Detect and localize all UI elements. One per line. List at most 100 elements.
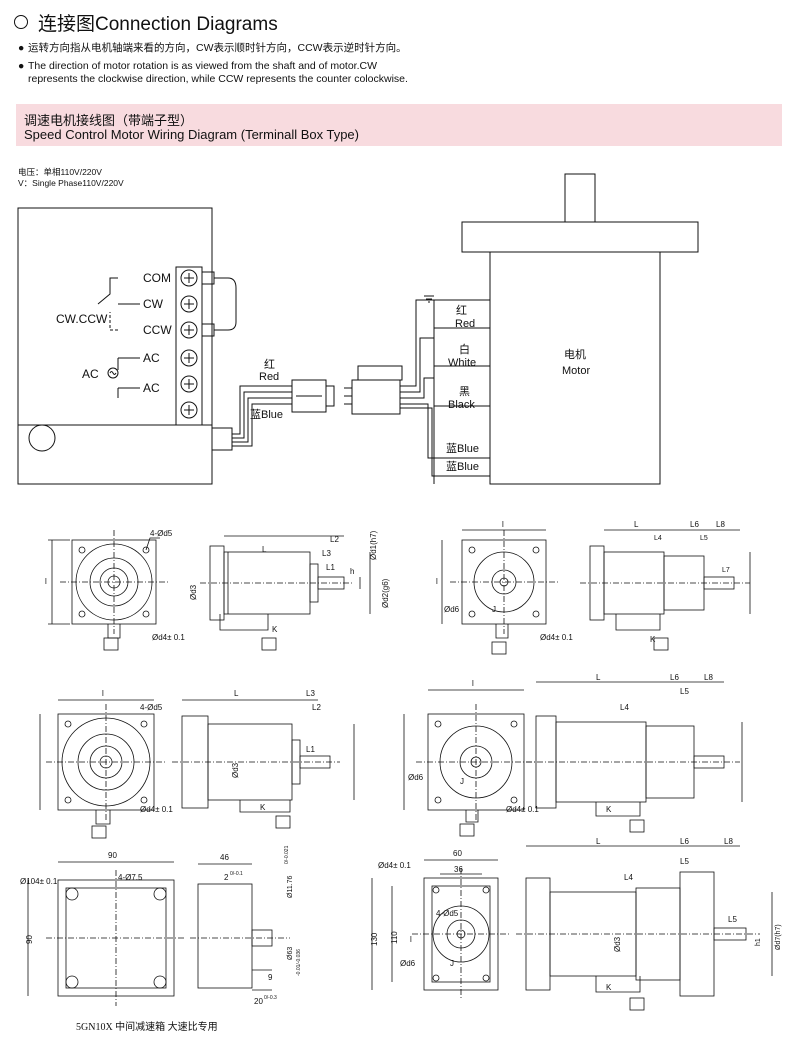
motor-wire-blue-2: 蓝Blue: [446, 460, 479, 473]
r1-side-K: K: [272, 625, 278, 634]
r1-gear-L8: L8: [716, 520, 725, 529]
r1-side-L2: L2: [330, 535, 339, 544]
r3-sq-pcd: Ød4± 0.1: [378, 861, 411, 870]
r3-sq-60: 60: [453, 849, 462, 858]
r2-gear-L5: L5: [680, 687, 689, 696]
r3-gear-h1: h1: [755, 938, 762, 946]
drawing-r2-gear: [526, 681, 743, 833]
motor-wire-white-cn: 白: [459, 342, 470, 356]
r1-gear-L7: L7: [722, 567, 730, 574]
r3-gb-shaft2-tol: -0.01/-0.036: [296, 949, 302, 976]
motor-wire-white-en: White: [448, 357, 476, 369]
r2-front-pcd: Ød4± 0.1: [140, 805, 173, 814]
drawing-r3-square-front: [371, 859, 510, 1000]
drawing-r3-gearbox-front: [27, 861, 186, 1006]
r3-gb-2: 2: [224, 873, 229, 882]
r3-gb-shaft1-tol: 0/-0.021: [284, 845, 290, 864]
r3-gear-L6: L6: [680, 837, 689, 846]
r2-front-l: l: [102, 689, 104, 698]
section-title-cn: 调速电机接线图（带端子型）: [24, 113, 194, 128]
r1-side-d2: Ød2(g6): [381, 578, 390, 608]
r1-front2-d6: Ød6: [444, 605, 460, 614]
r1-gear-L: L: [634, 520, 639, 529]
r2-side-L: L: [234, 689, 239, 698]
cw-ccw-label: CW.CCW: [56, 312, 108, 326]
r2-side-L3: L3: [306, 689, 315, 698]
wire-blue-left: 蓝Blue: [250, 408, 283, 421]
voltage-cn: 电压：单相110V/220V: [18, 167, 102, 177]
terminal-screws: [180, 269, 198, 419]
drawing-r2-side: [172, 699, 355, 829]
terminal-box: [17, 207, 237, 485]
drawing-r1-gear: [580, 529, 751, 651]
r3-gb-20-tol: 0/-0.3: [264, 995, 277, 1001]
r3-sq-l: l: [410, 935, 412, 944]
r1-front2-pcd: Ød4± 0.1: [540, 633, 573, 642]
terminal-cw: CW: [143, 297, 164, 311]
r3-gb-9: 9: [268, 973, 273, 982]
cable-left: [232, 379, 335, 447]
r3-sq-hole: 4-Ød5: [436, 909, 459, 918]
motor-wire-black-cn: 黑: [459, 385, 470, 398]
r2-gear-L4: L4: [620, 703, 629, 712]
r3-sq-130: 130: [370, 932, 379, 946]
drawing-r3-gearbox-side: [190, 863, 290, 991]
ac-label: AC: [82, 367, 99, 381]
r3-gear-L5b: L5: [728, 915, 737, 924]
drawing-r1-side: [200, 535, 371, 651]
r3-gb-90-top: 90: [108, 851, 117, 860]
motor-wire-blue-1: 蓝Blue: [446, 442, 479, 455]
r1-side-d3: Ød3: [189, 584, 198, 600]
wire-red-cn: 红: [264, 358, 275, 371]
r2-front2-J: J: [460, 777, 464, 786]
note-cn: ●运转方向指从电机轴端来看的方向，CW表示顺时针方向，CCW表示逆时针方向。: [18, 42, 407, 54]
note-en-line1: The direction of motor rotation is as vi…: [28, 60, 377, 72]
r2-gear-L: L: [596, 673, 601, 682]
r1-side-L1: L1: [326, 563, 335, 572]
r1-front2-J: J: [492, 605, 496, 614]
terminal-ac-2: AC: [143, 381, 160, 395]
motor-wire-red-cn: 红: [456, 304, 467, 317]
drawing-r2-front2: [403, 689, 536, 837]
r3-gb-46: 46: [220, 853, 229, 862]
r1-side-L: L: [262, 545, 267, 554]
terminal-ac-1: AC: [143, 351, 160, 365]
r3-sq-110: 110: [390, 931, 399, 944]
r2-side-d3: Ød3: [231, 762, 240, 778]
motor-wire-red-en: Red: [455, 318, 475, 330]
r1-gear-K: K: [650, 635, 656, 644]
drawing-r1-front: [48, 530, 168, 651]
r1-side-h: h: [350, 567, 354, 576]
r3-gb-shaft2: Ø63: [287, 947, 294, 960]
r2-front-hole: 4-Ød5: [140, 703, 163, 712]
r1-front-hole: 4-Ød5: [150, 529, 173, 538]
r2-gear-L8: L8: [704, 673, 713, 682]
motor-label-cn: 电机: [564, 347, 586, 361]
r1-gear-L4: L4: [654, 535, 662, 542]
r2-front2-d6: Ød6: [408, 773, 424, 782]
r3-sq-d6: Ød6: [400, 959, 416, 968]
r3-gb-2-tol: 0/-0.1: [230, 871, 243, 877]
terminal-ccw: CCW: [143, 323, 172, 337]
r3-gb-shaft1: Ø11.76: [287, 875, 294, 898]
r2-front2-pcd: Ød4± 0.1: [506, 805, 539, 814]
r1-front2-l-left: l: [436, 577, 438, 586]
r1-side-d1: Ød1(h7): [369, 530, 378, 560]
section-title-en: Speed Control Motor Wiring Diagram (Term…: [24, 127, 359, 142]
r3-gb-104: Ø104± 0.1: [20, 877, 58, 886]
note-en: ●The direction of motor rotation is as v…: [18, 60, 408, 85]
r3-gb-20: 20: [254, 997, 263, 1006]
r2-gear-L6: L6: [670, 673, 679, 682]
r3-sq-J: J: [450, 959, 454, 968]
r1-side-L3: L3: [322, 549, 331, 558]
note-cn-text: 运转方向指从电机轴端来看的方向，CW表示顺时针方向，CCW表示逆时针方向。: [28, 42, 407, 54]
r2-side-K: K: [260, 803, 266, 812]
r3-gear-L5: L5: [680, 857, 689, 866]
page-title: 连接图Connection Diagrams: [38, 13, 278, 35]
r3-gb-90-left: 90: [25, 935, 34, 944]
motor-body: [424, 173, 699, 485]
r2-side-L2: L2: [312, 703, 321, 712]
r3-sq-36: 36: [454, 865, 463, 874]
r3-gear-K: K: [606, 983, 612, 992]
